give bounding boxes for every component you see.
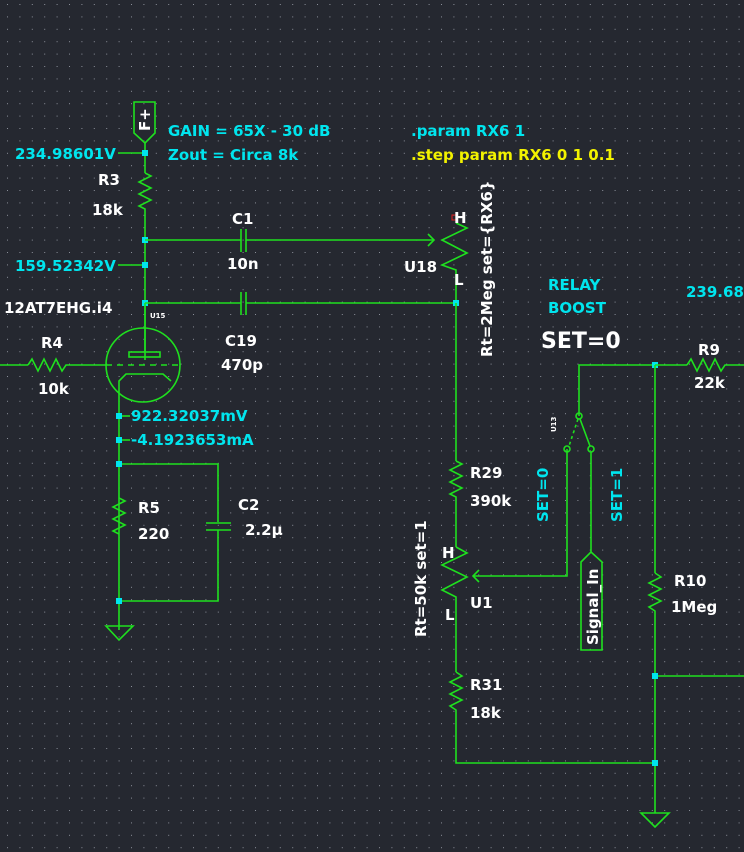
junction xyxy=(142,262,148,268)
u1-l-pin: L xyxy=(445,606,455,624)
relay-switch-u13[interactable] xyxy=(563,412,595,453)
pin-marker xyxy=(451,214,458,221)
r9-name: R9 xyxy=(698,341,720,359)
junction xyxy=(116,413,122,419)
junction xyxy=(142,150,148,156)
relay-set1-label: SET=1 xyxy=(608,468,626,522)
triode-tube-u15[interactable] xyxy=(105,303,181,403)
r3-name: R3 xyxy=(98,171,120,189)
u1-name: U1 xyxy=(470,594,493,612)
supply-flag-label: F+ xyxy=(136,108,154,131)
supply-flag[interactable]: F+ xyxy=(133,101,156,145)
junction xyxy=(652,673,658,679)
resistor-r10[interactable] xyxy=(647,572,663,813)
c19-name: C19 xyxy=(225,332,257,350)
wiper-arrow xyxy=(471,569,480,583)
u1-params: Rt=50k set=1 xyxy=(412,520,430,637)
r10-value: 1Meg xyxy=(671,598,717,616)
u18-l-pin: L xyxy=(454,271,464,289)
junction xyxy=(116,437,122,443)
resistor-r9[interactable] xyxy=(686,357,744,373)
boost-note: BOOST xyxy=(548,299,607,317)
c19-value: 470p xyxy=(221,356,263,374)
r31-name: R31 xyxy=(470,676,502,694)
potentiometer-u18[interactable] xyxy=(439,222,469,303)
resistor-r4[interactable] xyxy=(27,357,107,373)
node-voltage-supply: 234.98601V xyxy=(15,145,116,163)
zout-note: Zout = Circa 8k xyxy=(168,146,299,164)
r29-value: 390k xyxy=(470,492,512,510)
wiper-arrow xyxy=(427,233,436,247)
u18-params: Rt=2Meg set={RX6} xyxy=(478,180,496,357)
ground-icon xyxy=(639,812,671,829)
resistor-r29[interactable] xyxy=(448,460,464,547)
node-voltage-right: 239.68 xyxy=(686,283,744,301)
u18-name: U18 xyxy=(404,258,437,276)
param-directive: .param RX6 1 xyxy=(411,122,525,140)
signal-in-port[interactable]: Signal_In xyxy=(580,550,603,651)
wire[interactable] xyxy=(119,463,219,522)
relay-ref: U13 xyxy=(550,416,558,432)
potentiometer-u1[interactable] xyxy=(440,546,469,607)
r9-value: 22k xyxy=(694,374,726,392)
r4-name: R4 xyxy=(41,334,63,352)
tube-model-label: 12AT7EHG.i4 xyxy=(4,299,112,317)
r31-value: 18k xyxy=(470,704,502,722)
r5-value: 220 xyxy=(138,525,169,543)
wire[interactable] xyxy=(119,530,219,602)
c2-value: 2.2µ xyxy=(245,521,283,539)
tube-ref: U15 xyxy=(150,312,166,320)
c1-name: C1 xyxy=(232,210,253,228)
r3-value: 18k xyxy=(92,201,124,219)
relay-note: RELAY xyxy=(548,276,602,294)
node-voltage-plate: 159.52342V xyxy=(15,257,116,275)
wire[interactable] xyxy=(473,449,568,577)
relay-set0-label: SET=0 xyxy=(534,468,552,522)
resistor-r5[interactable] xyxy=(111,497,127,535)
node-voltage-cathode: 922.32037mV xyxy=(131,407,248,425)
r29-name: R29 xyxy=(470,464,502,482)
c1-value: 10n xyxy=(227,255,259,273)
u1-h-pin: H xyxy=(442,544,455,562)
c2-name: C2 xyxy=(238,496,259,514)
relay-set-state: SET=0 xyxy=(541,329,621,354)
junction xyxy=(116,598,122,604)
wire[interactable] xyxy=(578,364,655,416)
u18-h-pin: H xyxy=(454,209,467,227)
gain-note: GAIN = 65X - 30 dB xyxy=(168,122,330,140)
resistor-r3[interactable] xyxy=(137,172,153,240)
r10-name: R10 xyxy=(674,572,706,590)
resistor-r31[interactable] xyxy=(448,671,655,764)
junction xyxy=(652,760,658,766)
r4-value: 10k xyxy=(38,380,70,398)
junction xyxy=(116,461,122,467)
node-current-cathode: -4.1923653mA xyxy=(131,431,254,449)
signal-in-label: Signal_In xyxy=(584,569,602,645)
step-directive: .step param RX6 0 1 0.1 xyxy=(411,146,615,164)
ground-icon xyxy=(104,625,135,642)
r5-name: R5 xyxy=(138,499,160,517)
